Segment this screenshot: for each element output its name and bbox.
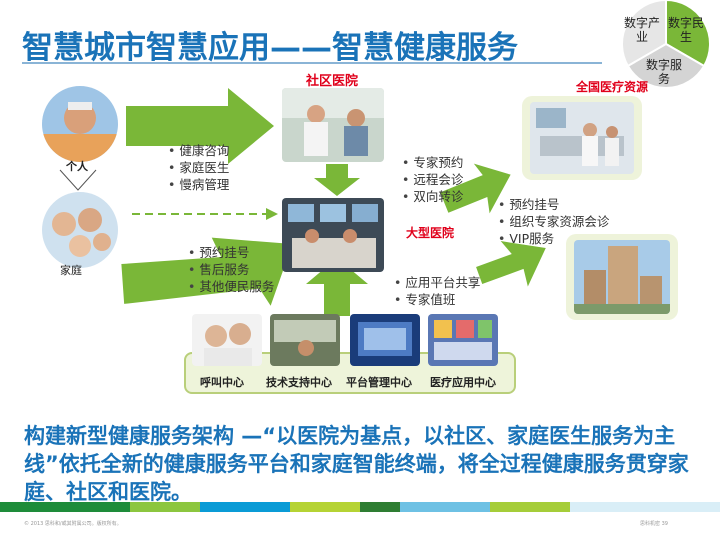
- large-hospital-label: 大型医院: [406, 226, 455, 240]
- community-hospital-label: 社区医院: [306, 74, 359, 89]
- list-item: 慢病管理: [168, 176, 229, 193]
- list-item: 组织专家资源会诊: [498, 213, 609, 230]
- list-item: 远程会诊: [402, 171, 463, 188]
- list-item: 售后服务: [188, 261, 274, 278]
- community-hospital-photo: [282, 88, 384, 162]
- arrow-up-centers: [306, 258, 368, 316]
- list-item: 应用平台共享: [394, 274, 480, 291]
- digital-pie: [621, 0, 711, 89]
- list-item: VIP服务: [498, 230, 609, 247]
- summary-text: 构建新型健康服务架构 —“以医院为基点，以社区、家庭医生服务为主线”依托全新的健…: [24, 424, 689, 504]
- connector-brace: [59, 169, 97, 191]
- medical-application-photo: [428, 314, 498, 366]
- individual-services-list: 健康咨询 家庭医生 慢病管理: [168, 142, 229, 193]
- platform-services-list: 应用平台共享 专家值班: [394, 274, 480, 308]
- list-item: 家庭医生: [168, 159, 229, 176]
- family-label: 家庭: [60, 264, 82, 277]
- dashed-arrow: [132, 208, 278, 220]
- list-item: 其他便民服务: [188, 278, 274, 295]
- individual-label: 个人: [66, 160, 88, 173]
- individual-photo: [42, 86, 118, 162]
- footer-color-band: [0, 502, 720, 512]
- tech-support-photo: [270, 314, 340, 366]
- national-resources-photo: [530, 102, 634, 174]
- center-label: 医疗应用中心: [430, 376, 496, 389]
- family-photo: [42, 192, 118, 268]
- platform-photo: [282, 198, 384, 272]
- center-label: 呼叫中心: [200, 376, 244, 389]
- list-item: 预约挂号: [498, 196, 609, 213]
- footer-copyright: © 2013 思科和/或其附属公司。版权所有。: [24, 521, 122, 527]
- list-item: 健康咨询: [168, 142, 229, 159]
- arrow-to-large: [476, 241, 546, 287]
- family-services-list: 预约挂号 售后服务 其他便民服务: [188, 244, 274, 295]
- platform-management-photo: [350, 314, 420, 366]
- national-services-list: 预约挂号 组织专家资源会诊 VIP服务: [498, 196, 609, 247]
- arrow-to-community: [126, 88, 274, 164]
- pie-slice-service: [626, 42, 706, 89]
- pie-label-livelihood: 数字民生: [668, 16, 705, 44]
- footer-page: 思科机密 39: [640, 521, 668, 527]
- page-title: 智慧城市智慧应用——智慧健康服务: [22, 30, 518, 66]
- community-services-list: 专家预约 远程会诊 双向转诊: [402, 154, 463, 205]
- large-hospital-photo: [574, 240, 670, 314]
- list-item: 专家预约: [402, 154, 463, 171]
- title-underline: [22, 62, 602, 64]
- pie-label-industry: 数字产业: [624, 16, 661, 44]
- national-resources-label: 全国医疗资源: [576, 80, 649, 94]
- arrow-down-center: [314, 164, 360, 196]
- list-item: 双向转诊: [402, 188, 463, 205]
- call-center-photo: [192, 314, 262, 366]
- list-item: 专家值班: [394, 291, 480, 308]
- pie-label-service: 数字服务: [646, 58, 683, 86]
- center-label: 平台管理中心: [346, 376, 412, 389]
- center-label: 技术支持中心: [266, 376, 332, 389]
- list-item: 预约挂号: [188, 244, 274, 261]
